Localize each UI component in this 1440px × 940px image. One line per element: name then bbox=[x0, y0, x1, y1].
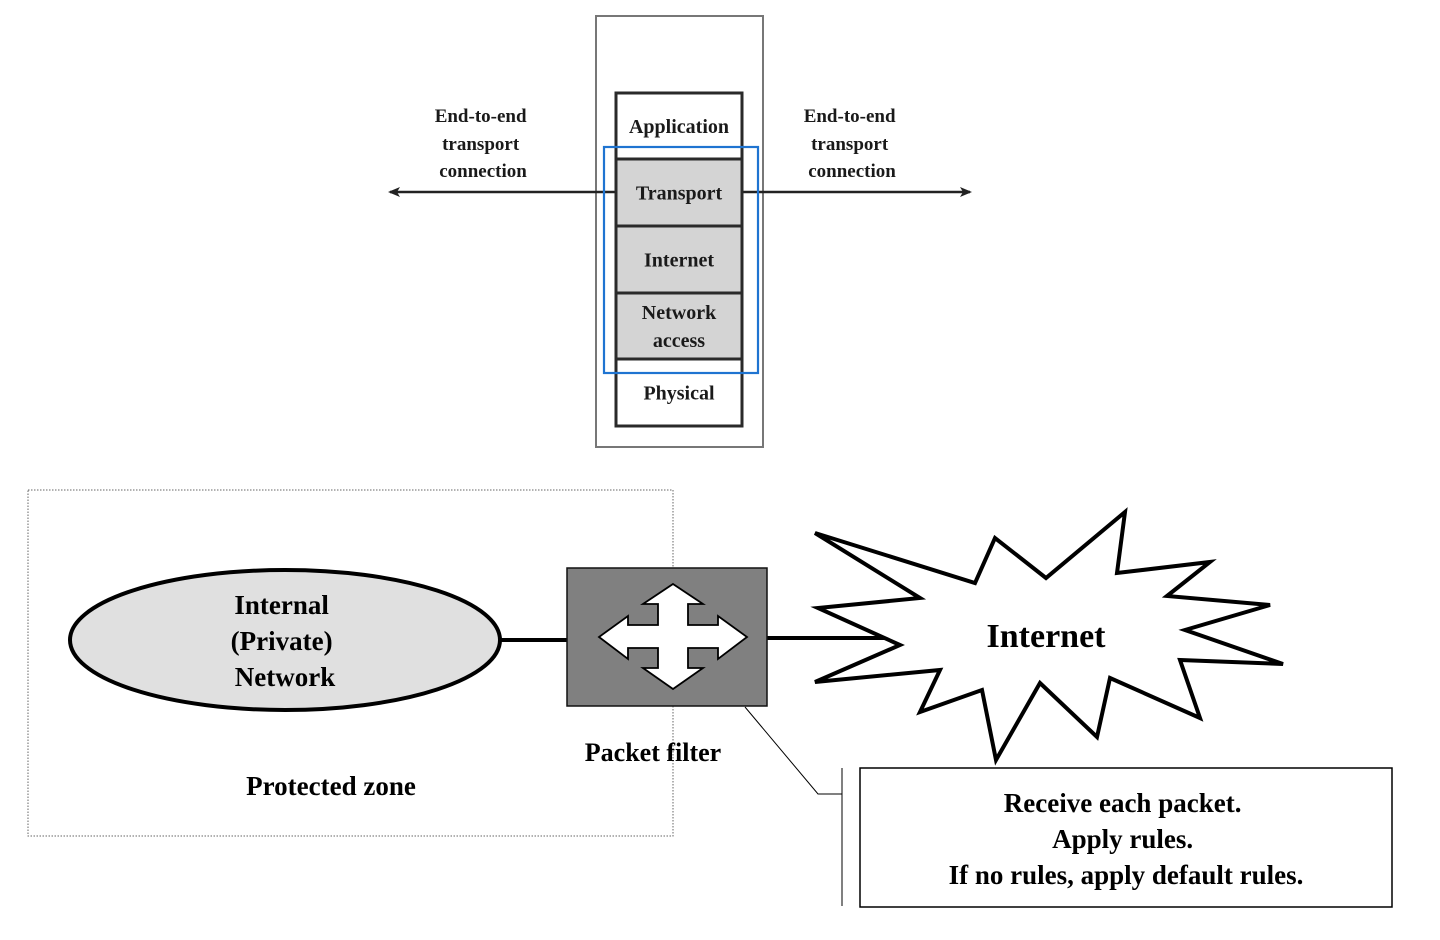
internet-cloud-starburst bbox=[810, 507, 1284, 766]
internal-network-node bbox=[68, 568, 502, 712]
left-transport-label: End-to-end transport connection bbox=[435, 106, 532, 182]
right-transport-label: End-to-end transport connection bbox=[804, 106, 901, 182]
layer-transport bbox=[614, 157, 744, 228]
protected-zone-label: Protected zone bbox=[246, 771, 416, 801]
layer-physical bbox=[614, 357, 744, 428]
layer-label-internet: Internet bbox=[644, 250, 714, 272]
four-way-arrows-icon bbox=[597, 582, 749, 691]
packet-filter-diagram: Internal (Private) Network Packet filter… bbox=[27, 489, 1393, 908]
rules-callout-box bbox=[859, 767, 1393, 908]
rules-callout-text: Receive each packet. Apply rules. If no … bbox=[949, 788, 1304, 890]
layer-internet bbox=[614, 224, 744, 295]
internal-network-label: Internal (Private) Network bbox=[231, 590, 340, 692]
callout-leader-line bbox=[744, 706, 842, 795]
internet-label: Internet bbox=[987, 618, 1107, 655]
packet-filter-label: Packet filter bbox=[585, 738, 721, 767]
layer-label-application: Application bbox=[629, 116, 729, 138]
layer-label-transport: Transport bbox=[636, 183, 723, 205]
layer-label-physical: Physical bbox=[643, 383, 715, 405]
layer-network-access bbox=[614, 291, 744, 361]
filter-scope-highlight bbox=[602, 145, 760, 375]
protected-zone-boundary bbox=[27, 489, 674, 837]
